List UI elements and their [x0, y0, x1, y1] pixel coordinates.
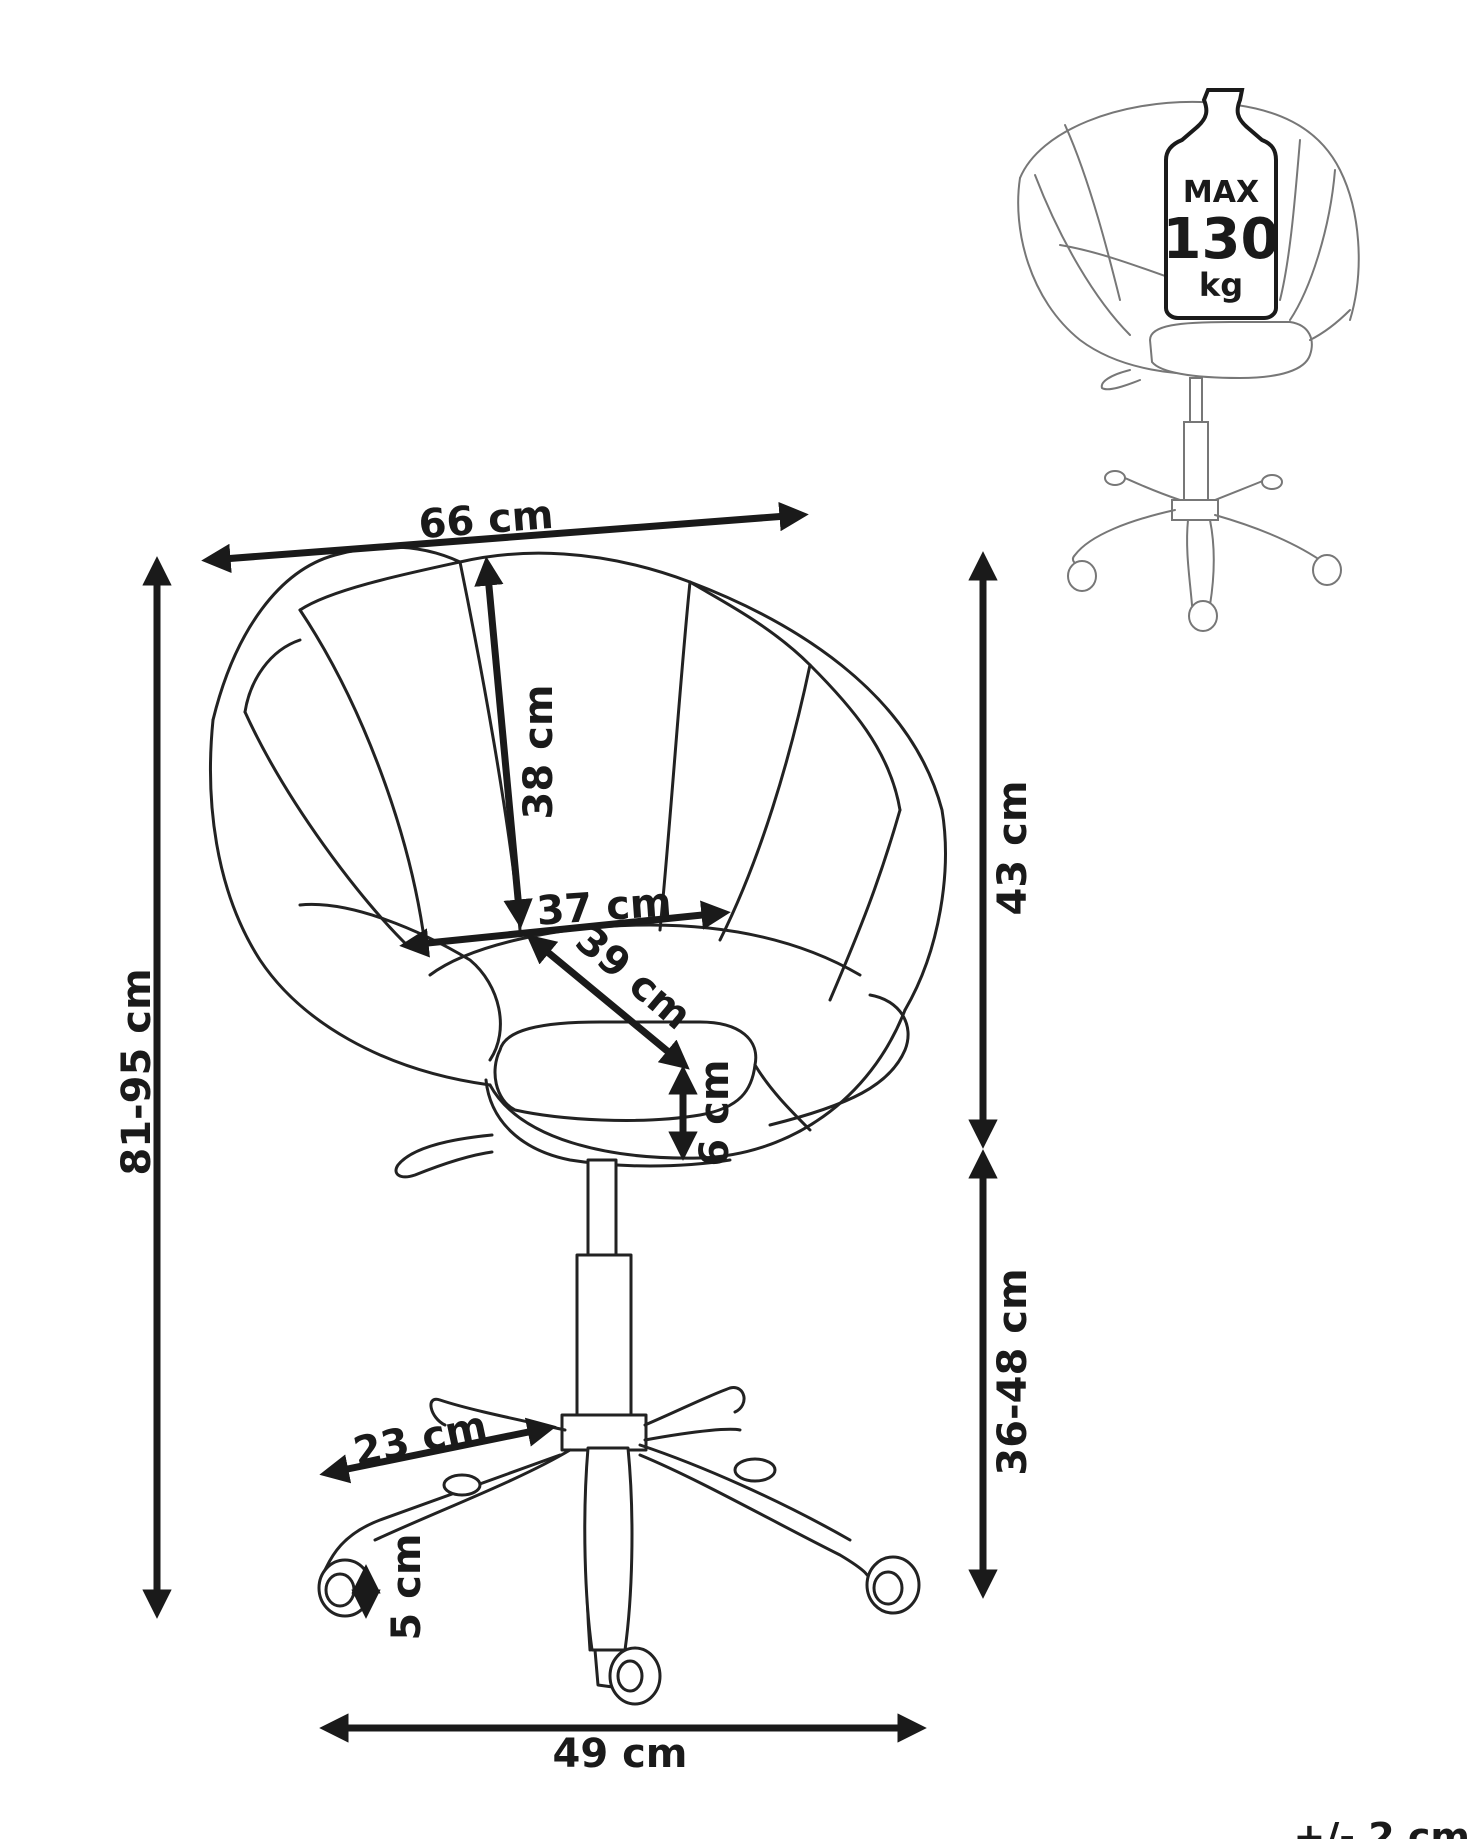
arrow-overall-width [201, 501, 809, 574]
label-seat-height: 36-48 cm [990, 1268, 1036, 1475]
arrow-back-height [474, 556, 533, 929]
weight-unit: kg [1199, 266, 1243, 304]
label-backrest-height: 43 cm [990, 781, 1036, 916]
weight-icon: MAX 130 kg [1163, 88, 1280, 320]
label-leg-length: 23 cm [349, 1403, 491, 1476]
main-chair-drawing [209, 545, 947, 1706]
label-base-width: 49 cm [553, 1731, 688, 1777]
small-chair-drawing [1017, 100, 1360, 632]
caster-back-right [733, 1457, 777, 1483]
caster-back-left [442, 1473, 482, 1497]
arrow-seat-width [399, 900, 731, 958]
label-total-height: 81-95 cm [114, 968, 160, 1175]
arrow-leg-length [319, 1417, 557, 1484]
label-caster-height: 5 cm [384, 1533, 430, 1640]
weight-value: 130 [1163, 207, 1280, 272]
arrow-seat-depth [526, 934, 690, 1070]
label-overall-width: 66 cm [417, 492, 555, 548]
label-seat-thickness: 6 cm [692, 1059, 738, 1166]
label-seat-width: 37 cm [535, 879, 673, 934]
caster-right [865, 1555, 921, 1615]
dimension-arrows [142, 501, 998, 1743]
weight-max-label: MAX [1183, 175, 1259, 210]
tolerance-note: +/- 2 cm [1293, 1815, 1470, 1839]
label-back-height: 38 cm [516, 685, 562, 820]
dimension-labels: 66 cm 38 cm 37 cm 39 cm 6 cm 81-95 cm 43… [114, 492, 1036, 1777]
caster-front [593, 1646, 662, 1706]
